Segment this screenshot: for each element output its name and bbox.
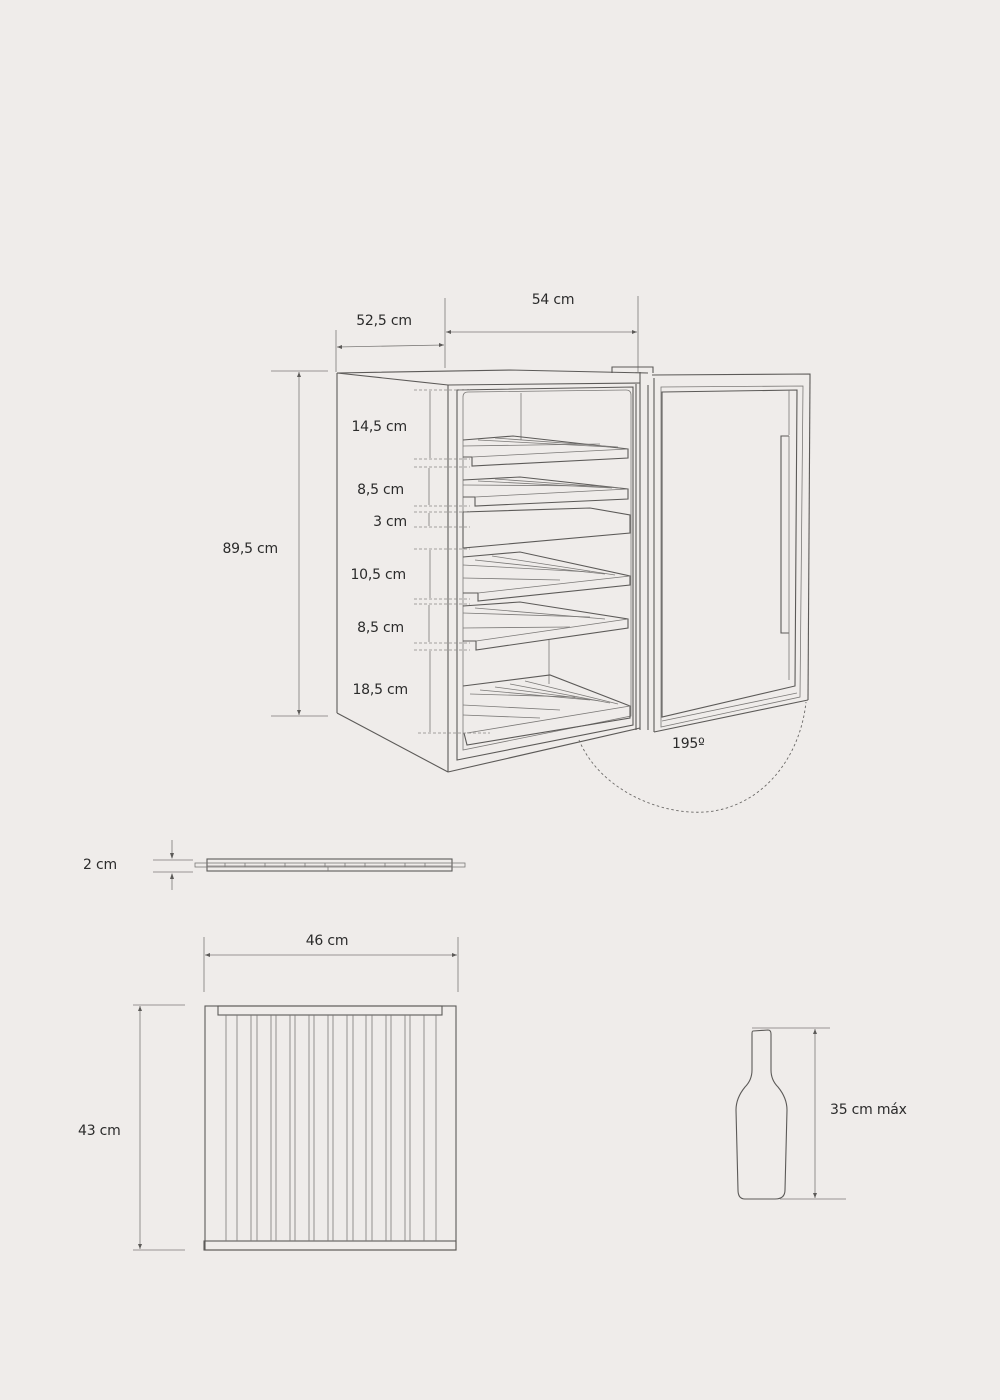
shelf-3 xyxy=(462,507,631,549)
bottle-max-height-label: 35 cm máx xyxy=(830,1102,907,1118)
shelf-thickness-label: 2 cm xyxy=(83,857,117,873)
shelf-spacing-label-1: 14,5 cm xyxy=(351,419,407,435)
shelf-4 xyxy=(462,551,631,602)
shelf-bottom xyxy=(462,674,631,746)
wine-cooler-cabinet-drawing xyxy=(271,296,811,813)
door-swing-arc xyxy=(578,701,807,813)
open-door xyxy=(647,373,811,733)
shelf-5 xyxy=(462,601,629,651)
shelf-spacing-label-6: 18,5 cm xyxy=(352,682,408,698)
shelf-spacing-dimensions xyxy=(414,389,490,734)
cabinet-width-label: 54 cm xyxy=(531,292,575,308)
shelf-spacing-label-3: 3 cm xyxy=(373,514,407,530)
shelf-depth-label: 43 cm xyxy=(78,1123,121,1139)
cabinet-depth-label: 52,5 cm xyxy=(356,313,412,329)
shelf-side-view-drawing xyxy=(153,840,466,890)
bottle-drawing xyxy=(735,1027,846,1200)
shelf-spacing-label-2: 8,5 cm xyxy=(357,482,404,498)
shelf-width-label: 46 cm xyxy=(305,933,349,949)
door-angle-label: 195º xyxy=(672,736,705,752)
shelf-spacing-label-5: 8,5 cm xyxy=(357,620,404,636)
shelf-top-view-drawing xyxy=(133,937,459,1251)
shelf-2 xyxy=(462,476,629,507)
shelf-spacing-label-4: 10,5 cm xyxy=(350,567,406,583)
cabinet-height-label: 89,5 cm xyxy=(222,541,278,557)
shelf-1 xyxy=(462,435,629,467)
